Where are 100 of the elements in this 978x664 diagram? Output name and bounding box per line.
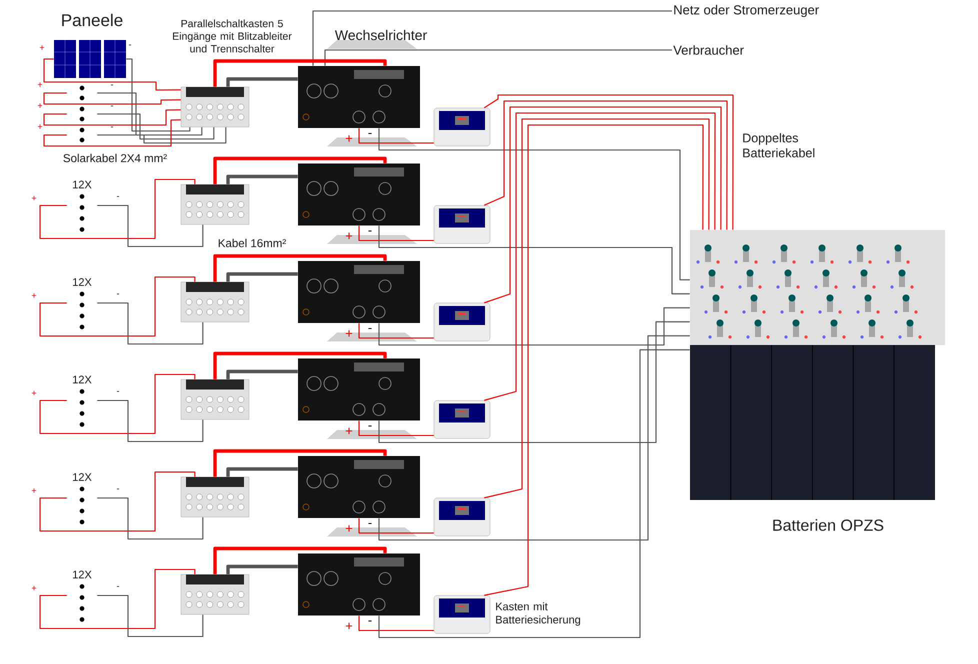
- wire: [213, 352, 387, 380]
- combiner-box-drawing: [180, 574, 250, 615]
- wire: [484, 112, 716, 401]
- polarity-sign: +: [32, 293, 36, 298]
- polarity-sign: -: [368, 620, 372, 622]
- fuse-box-drawing: [434, 400, 490, 439]
- polarity-sign: +: [32, 488, 36, 493]
- wire: [97, 497, 204, 540]
- line-end-label: Netz oder Stromerzeuger: [674, 4, 819, 18]
- wire: [358, 616, 434, 632]
- wire: [97, 92, 202, 136]
- wire: [226, 272, 298, 282]
- wire: [43, 109, 181, 126]
- fuse-box-drawing: [434, 498, 490, 536]
- combiner-box-drawing: [180, 86, 250, 128]
- panel-string-drawing: [80, 128, 84, 142]
- combiner-box-drawing: [180, 379, 250, 420]
- wire: [226, 174, 298, 184]
- wire: [97, 204, 204, 248]
- wire: [378, 349, 690, 638]
- wire: [97, 400, 204, 442]
- wire: [39, 276, 196, 337]
- wire: [39, 471, 196, 532]
- wire: [43, 119, 181, 147]
- polarity-sign: +: [346, 622, 352, 630]
- polarity-sign: +: [346, 525, 352, 532]
- polarity-sign: +: [346, 428, 352, 434]
- wire: [484, 124, 704, 596]
- label: Batterien OPZS: [773, 519, 884, 531]
- wire: [39, 178, 196, 240]
- string-count: 12X: [73, 570, 92, 578]
- polarity-sign: -: [368, 328, 372, 330]
- string-count: 12X: [73, 278, 92, 286]
- wire: [39, 374, 196, 434]
- polarity-sign: -: [116, 586, 120, 587]
- wire: [213, 449, 387, 477]
- polarity-sign: -: [110, 84, 114, 86]
- polarity-sign: +: [32, 196, 36, 200]
- wire: [358, 128, 434, 144]
- wire: [226, 564, 298, 574]
- heading: Parallelschaltkasten 5 Eingänge mit Blitzableiter und Trennschalter: [173, 20, 292, 52]
- wire: [378, 226, 690, 294]
- polarity-sign: +: [346, 232, 352, 240]
- panel-string-drawing: [80, 106, 84, 122]
- combiner-box-drawing: [180, 184, 250, 225]
- wire: [358, 323, 434, 339]
- polarity-sign: +: [38, 124, 42, 129]
- polarity-sign: +: [32, 390, 36, 396]
- wire: [97, 594, 204, 638]
- label: Kasten mit Batteriesicherung: [496, 602, 580, 626]
- polarity-sign: -: [116, 391, 120, 392]
- string-count: 12X: [73, 473, 92, 481]
- heading: Paneele: [62, 14, 122, 26]
- wire: [378, 128, 690, 280]
- fuse-box-drawing: [434, 108, 490, 146]
- polarity-sign: -: [368, 230, 372, 232]
- wire: [312, 10, 672, 66]
- wire: [484, 118, 710, 498]
- wire: [126, 58, 190, 132]
- wire: [213, 156, 387, 184]
- wire: [378, 307, 690, 346]
- wire: [378, 321, 690, 444]
- wire: [43, 92, 181, 105]
- fuse-box-drawing: [434, 302, 490, 342]
- wire: [358, 420, 434, 436]
- heading: Wechselrichter: [334, 30, 427, 40]
- polarity-sign: +: [346, 330, 352, 337]
- wire: [484, 106, 722, 304]
- panel-string-drawing: [80, 86, 84, 100]
- polarity-sign: -: [116, 488, 120, 490]
- polarity-sign: -: [110, 126, 114, 128]
- wire: [324, 49, 672, 66]
- string-count: 12X: [73, 376, 92, 384]
- wire: [97, 113, 214, 140]
- wire: [378, 335, 690, 541]
- fuse-box-drawing: [434, 205, 490, 244]
- polarity-sign: -: [368, 523, 372, 524]
- wire: [226, 467, 298, 477]
- string-count: 12X: [73, 180, 92, 188]
- wire: [39, 568, 196, 630]
- polarity-sign: -: [116, 196, 120, 197]
- polarity-sign: -: [368, 426, 372, 427]
- polarity-sign: +: [38, 82, 42, 87]
- combiner-box-drawing: [180, 282, 250, 322]
- combiner-box-drawing: [180, 476, 250, 518]
- wire: [226, 77, 298, 87]
- polarity-sign: +: [346, 135, 352, 142]
- note: Doppeltes Batteriekabel: [743, 133, 814, 158]
- wire: [213, 546, 387, 574]
- note: Kabel 16mm²: [218, 238, 286, 248]
- polarity-sign: +: [40, 45, 44, 50]
- polarity-sign: +: [38, 103, 42, 108]
- wire: [226, 370, 298, 380]
- wire: [358, 226, 434, 242]
- polarity-sign: +: [32, 586, 36, 590]
- wire: [213, 254, 387, 282]
- line-end-label: Verbraucher: [673, 45, 744, 55]
- wire: [358, 518, 434, 534]
- wire: [97, 302, 204, 345]
- wire: [97, 127, 226, 144]
